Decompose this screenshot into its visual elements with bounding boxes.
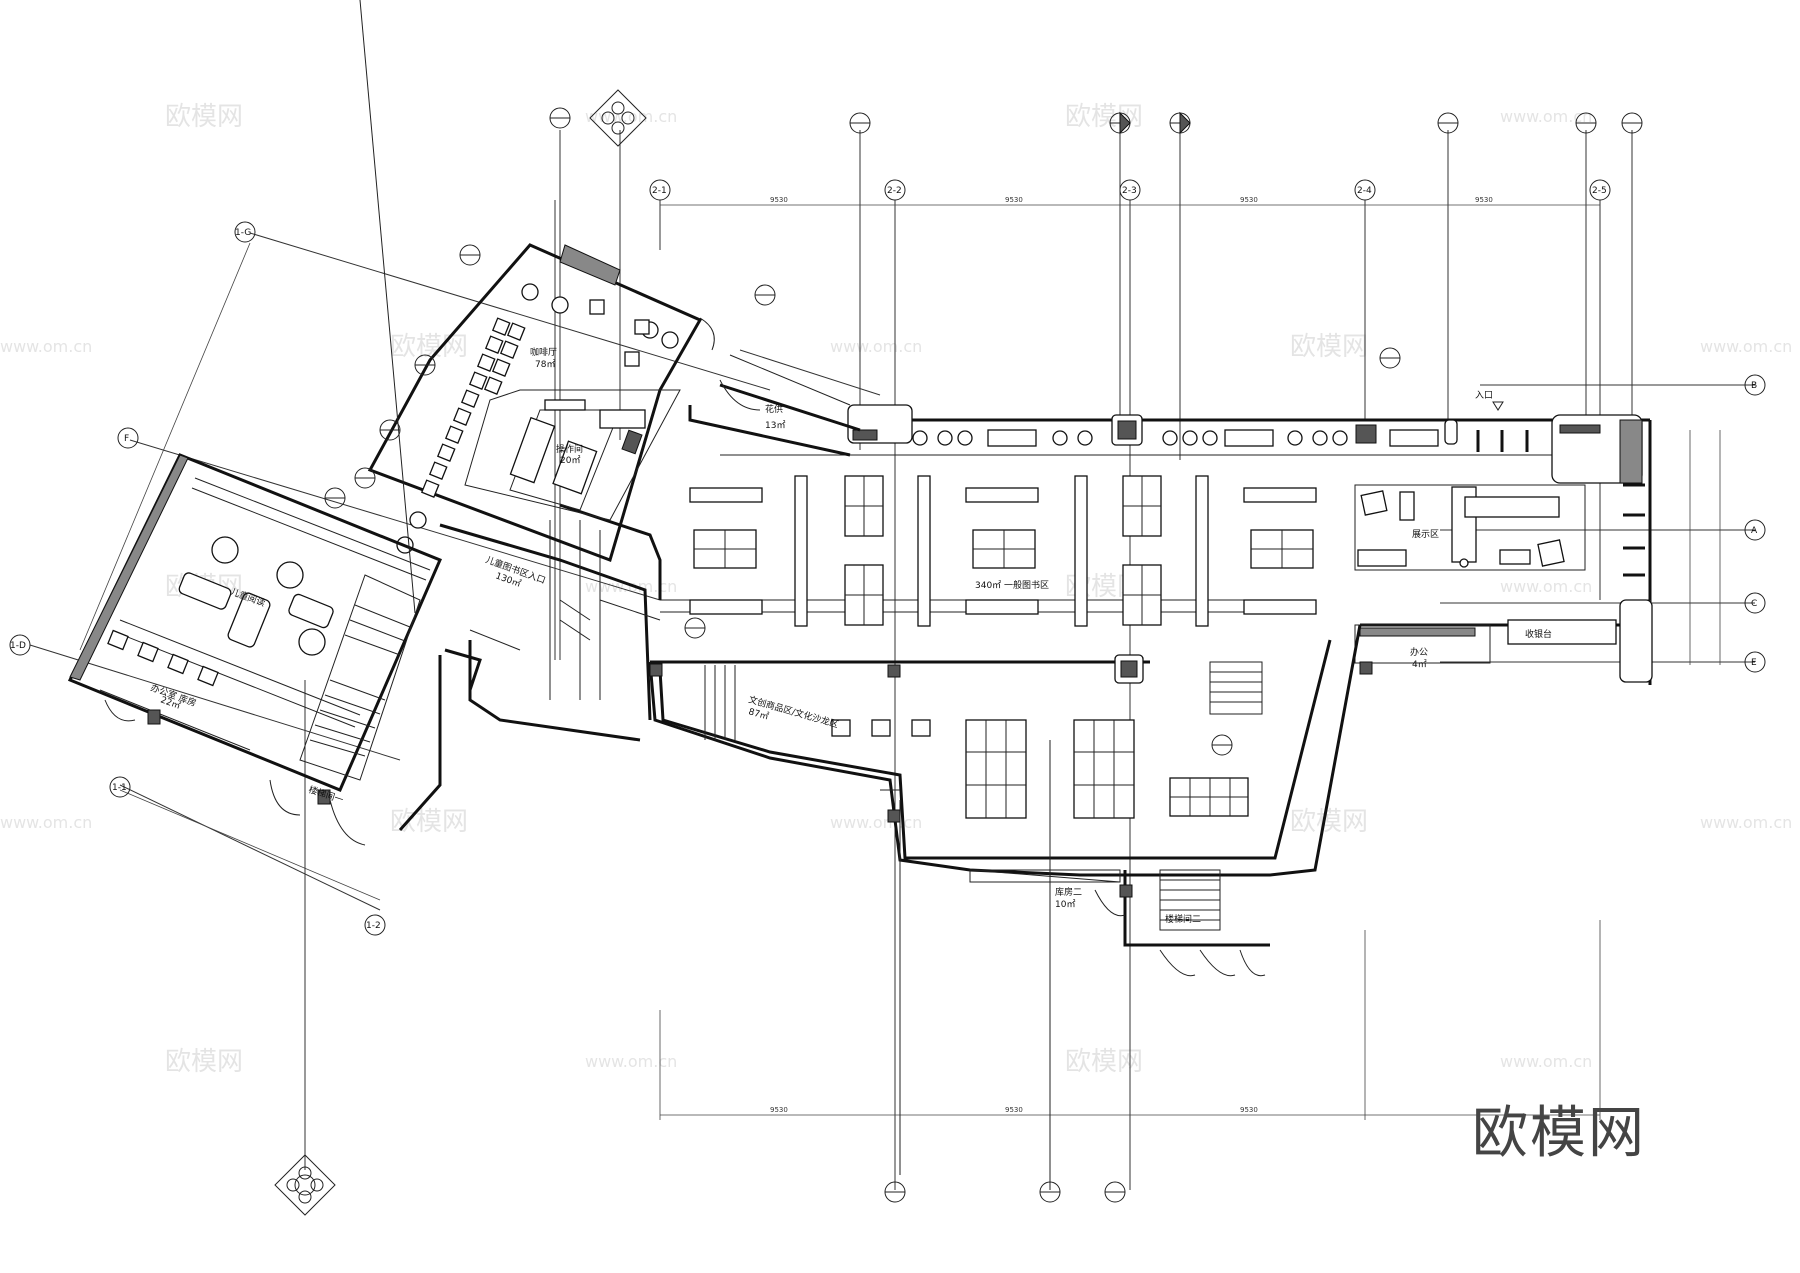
index-markers <box>274 89 1643 1216</box>
room-label-storage: 库房二 <box>1055 886 1082 898</box>
axis-bubbles: 2-1 2-2 2-3 2-4 2-5 1-G F 1-D 1-1 1-2 B … <box>9 179 1766 936</box>
index-marker <box>549 107 571 129</box>
stationery-zone <box>648 624 1362 1190</box>
dimension: 9530 <box>1240 196 1258 204</box>
main-hall <box>650 401 1653 685</box>
watermark-url: www.om.cn <box>585 1052 677 1071</box>
dimension: 9530 <box>1240 1106 1258 1114</box>
axis-label: 2-3 <box>1122 186 1137 196</box>
display-table <box>972 529 1036 569</box>
display-table <box>1122 475 1162 537</box>
dimension: 9530 <box>1475 196 1493 204</box>
index-marker <box>459 244 481 266</box>
watermark-layer: 欧模网 www.om.cn 欧模网 www.om.cn 欧模网 www.om.c… <box>0 102 1792 1077</box>
watermark: 欧模网 <box>1065 102 1143 132</box>
index-marker <box>1109 111 1131 135</box>
dimension: 9530 <box>1005 1106 1023 1114</box>
index-marker <box>884 1181 906 1203</box>
index-marker <box>379 419 401 441</box>
cafe-wing <box>367 243 761 562</box>
axis-label: 1-2 <box>366 921 381 931</box>
watermark-url: www.om.cn <box>1500 1052 1592 1071</box>
room-label-kitchen: 操作间 <box>556 443 583 455</box>
axis-label: F <box>124 434 129 444</box>
axis-label: E <box>1751 658 1757 668</box>
index-marker <box>1211 734 1233 756</box>
index-marker <box>414 354 436 376</box>
display-table <box>965 719 1027 819</box>
grid-lines <box>29 130 1755 1190</box>
index-marker <box>354 467 376 489</box>
display-table <box>1250 529 1314 569</box>
axis-label: 1-G <box>235 228 251 238</box>
room-label-office-area: 4㎡ <box>1412 659 1427 670</box>
room-label-flowers: 花供 <box>765 403 783 415</box>
watermark: 欧模网 <box>165 1047 243 1077</box>
watermark: 欧模网 <box>390 332 468 362</box>
index-marker <box>1379 347 1401 369</box>
room-label-general: 340㎡ 一般图书区 <box>975 579 1049 591</box>
axis-label: 2-4 <box>1357 186 1372 196</box>
watermark-url: www.om.cn <box>1700 337 1792 356</box>
index-marker <box>1575 112 1597 134</box>
dimension: 9530 <box>770 196 788 204</box>
watermark-url: www.om.cn <box>1700 813 1792 832</box>
axis-label: 2-5 <box>1592 186 1607 196</box>
dimension: 9530 <box>770 1106 788 1114</box>
stair-a <box>299 0 421 781</box>
watermark-url: www.om.cn <box>1500 107 1592 126</box>
dimension-labels: 9530 9530 9530 9530 9530 9530 9530 <box>770 196 1493 1114</box>
room-label-flowers-area: 13㎡ <box>765 420 785 431</box>
display-table <box>844 564 884 626</box>
axis-label: 1-1 <box>112 783 127 793</box>
room-label-cashier: 收银台 <box>1525 628 1552 640</box>
watermark-url: www.om.cn <box>0 813 92 832</box>
watermark-url: www.om.cn <box>1500 577 1592 596</box>
room-label-kitchen-area: 20㎡ <box>560 455 580 466</box>
index-marker <box>1104 1181 1126 1203</box>
watermark: 欧模网 <box>1290 332 1368 362</box>
room-label-cafe: 咖啡厅 <box>530 346 557 358</box>
room-label-cafe-area: 78㎡ <box>535 359 555 370</box>
kids-wing <box>67 0 442 846</box>
index-marker <box>684 617 706 639</box>
index-marker <box>1039 1181 1061 1203</box>
watermark-url: www.om.cn <box>0 337 92 356</box>
axis-label: 1-D <box>10 641 26 651</box>
room-label-stationery-area: 87㎡ <box>747 706 770 722</box>
room-label-stair-b: 楼梯间二 <box>1165 913 1201 925</box>
axis-label: 2-2 <box>887 186 902 196</box>
room-label-office: 办公 <box>1410 646 1428 658</box>
room-label-storage-area: 10㎡ <box>1055 899 1075 910</box>
axis-label: B <box>1751 381 1757 391</box>
watermark-url: www.om.cn <box>830 813 922 832</box>
index-marker <box>754 284 776 306</box>
display-table <box>1073 719 1135 819</box>
index-marker <box>324 487 346 509</box>
watermark: 欧模网 <box>1290 807 1368 837</box>
index-marker <box>849 112 871 134</box>
corridor <box>398 354 1373 898</box>
axis-label: A <box>1751 526 1758 536</box>
display-table <box>693 529 757 569</box>
display-table <box>844 475 884 537</box>
room-label-exhibition: 展示区 <box>1412 529 1439 540</box>
index-marker <box>274 1154 336 1216</box>
watermark: 欧模网 <box>1065 1047 1143 1077</box>
display-table <box>1169 777 1249 817</box>
index-marker <box>1437 112 1459 134</box>
watermark-url: www.om.cn <box>830 337 922 356</box>
index-marker <box>1169 111 1191 135</box>
display-table <box>1122 564 1162 626</box>
watermark: 欧模网 <box>165 102 243 132</box>
index-marker <box>589 89 647 147</box>
brand-logo: 欧模网 <box>1472 1101 1646 1166</box>
entrance-label: 入口 <box>1475 390 1493 401</box>
axis-label: 2-1 <box>652 186 667 196</box>
dimension: 9530 <box>1005 196 1023 204</box>
axis-label: C <box>1751 599 1757 609</box>
index-marker <box>1621 112 1643 134</box>
watermark: 欧模网 <box>390 807 468 837</box>
